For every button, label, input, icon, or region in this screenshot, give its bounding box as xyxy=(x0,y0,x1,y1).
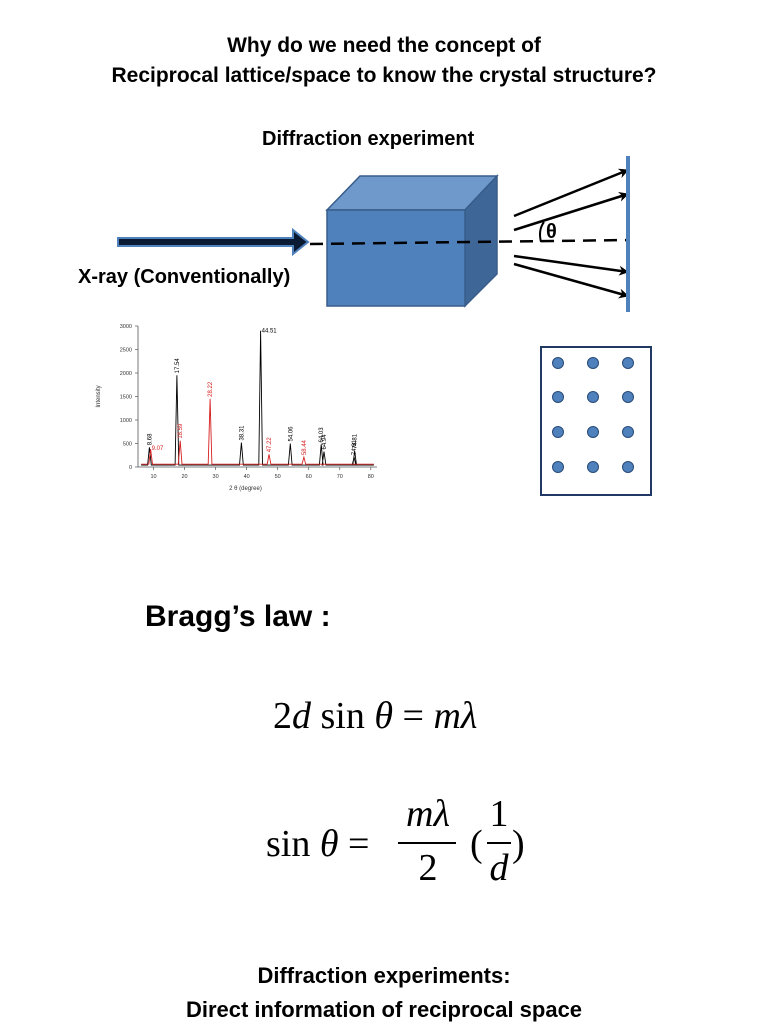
diffraction-spot-6 xyxy=(622,391,634,403)
xrd-x-tick-label: 40 xyxy=(244,474,250,480)
xrd-y-tick-label: 2500 xyxy=(120,348,132,354)
xrd-trace-red xyxy=(141,398,374,465)
diffraction-spot-8 xyxy=(587,426,599,438)
diffraction-spot-2 xyxy=(587,357,599,369)
eq1-d: d xyxy=(292,695,311,737)
diffracted-ray-3 xyxy=(513,254,629,276)
eq2-sin: sin xyxy=(266,823,320,865)
eq2-fraction-numerator: mλ xyxy=(396,792,460,836)
xrd-x-tick-label: 80 xyxy=(368,474,374,480)
eq2-inverse-numerator: 1 xyxy=(489,793,509,835)
eq2-equals: = xyxy=(338,823,370,865)
eq1-theta: θ xyxy=(374,695,394,737)
xrd-y-tick-label: 500 xyxy=(123,442,132,448)
xrd-peak-label: 54.06 xyxy=(288,426,294,442)
xrd-peak-label: 44.51 xyxy=(262,329,278,335)
diffraction-spot-10 xyxy=(552,461,564,473)
xrd-peak-label: 18.59 xyxy=(178,423,184,439)
xrd-peak-label: 64.03 xyxy=(319,427,325,443)
xrd-x-tick-label: 60 xyxy=(306,474,312,480)
eq2-inverse-bar xyxy=(487,842,511,844)
xrd-trace-black xyxy=(141,330,374,466)
xrd-peak-label: 74.61 xyxy=(352,439,358,455)
eq2-fraction-denominator: 2 xyxy=(418,847,438,889)
xrd-x-tick-label: 70 xyxy=(337,474,343,480)
xrd-peak-label: 74.81 xyxy=(353,433,359,449)
footer-line-1: Diffraction experiments: xyxy=(257,963,511,988)
xrd-x-axis-label: 2 θ (degree) xyxy=(229,486,262,492)
xrd-peak-label: 47.22 xyxy=(267,437,273,453)
title-line-2: Reciprocal lattice/space to know the cry… xyxy=(111,64,657,87)
xrd-x-tick-label: 20 xyxy=(181,474,187,480)
diffraction-spot-7 xyxy=(552,426,564,438)
xrd-peak-label: 38.31 xyxy=(239,425,245,441)
diffraction-diagram: θ xyxy=(117,156,631,312)
eq2-m-lambda: mλ xyxy=(406,793,450,835)
xrd-x-tick-label: 10 xyxy=(150,474,156,480)
xrd-peak-label: 17.54 xyxy=(175,358,181,374)
xrd-peak-label: 28.22 xyxy=(208,381,214,397)
theta-symbol: θ xyxy=(546,221,557,243)
bragg-equation: 2d sin θ = mλ xyxy=(273,694,477,738)
xrd-y-tick-label: 3000 xyxy=(120,324,132,330)
xrd-peak-label: 64.94 xyxy=(322,434,328,450)
eq1-rhs: mλ xyxy=(433,695,478,737)
diffraction-spot-1 xyxy=(552,357,564,369)
diffraction-spot-pattern xyxy=(540,346,652,496)
sin-theta-equation-lhs: sin θ = xyxy=(266,822,369,866)
footer-line-2: Direct information of reciprocal space xyxy=(185,997,583,1022)
xray-label: X-ray (Conventionally) xyxy=(78,266,291,288)
diffraction-experiment-label: Diffraction experiment xyxy=(262,128,475,150)
crystal-cube-front xyxy=(326,209,466,307)
diffraction-spot-5 xyxy=(587,391,599,403)
eq2-inverse-denominator: d xyxy=(486,846,512,890)
diffraction-spot-9 xyxy=(622,426,634,438)
xrd-peak-label: 9.07 xyxy=(152,446,164,452)
xrd-pattern-chart: 0 500 1000 1500 2000 2500 3000 10 20 30 40 50 60 70 80… xyxy=(96,324,377,492)
diffracted-ray-1 xyxy=(513,168,629,218)
eq1-two: 2 xyxy=(273,695,292,737)
xrd-x-tick-label: 30 xyxy=(213,474,219,480)
diffraction-spot-12 xyxy=(622,461,634,473)
xrd-y-axis-label: Intensity xyxy=(96,385,102,407)
diffraction-spot-3 xyxy=(622,357,634,369)
xray-beam-arrow xyxy=(117,227,310,257)
xrd-y-tick-label: 1000 xyxy=(120,418,132,424)
xrd-x-tick-label: 50 xyxy=(275,474,281,480)
xrd-peak-label: 58.44 xyxy=(302,439,308,455)
eq2-d: d xyxy=(489,847,509,889)
diffracted-ray-2 xyxy=(513,191,629,232)
bragg-law-heading: Bragg’s law : xyxy=(145,600,331,633)
title-line-1: Why do we need the concept of xyxy=(227,34,541,57)
diffracted-ray-4 xyxy=(513,262,629,299)
eq2-right-paren: ) xyxy=(512,823,525,865)
xrd-y-tick-label: 1500 xyxy=(120,395,132,401)
beam-path-dashed xyxy=(309,238,631,246)
xrd-y-tick-label: 0 xyxy=(129,465,132,471)
diffraction-spot-4 xyxy=(552,391,564,403)
diffraction-spot-11 xyxy=(587,461,599,473)
eq2-left-paren: ( xyxy=(470,823,483,865)
eq1-equals: = xyxy=(393,695,434,737)
theta-angle-arc xyxy=(539,221,545,243)
eq1-sin: sin xyxy=(311,695,375,737)
eq2-fraction-bar xyxy=(398,842,456,844)
xrd-y-tick-label: 2000 xyxy=(120,371,132,377)
xrd-peak-label: 8.68 xyxy=(147,433,153,445)
eq2-theta: θ xyxy=(319,823,339,865)
